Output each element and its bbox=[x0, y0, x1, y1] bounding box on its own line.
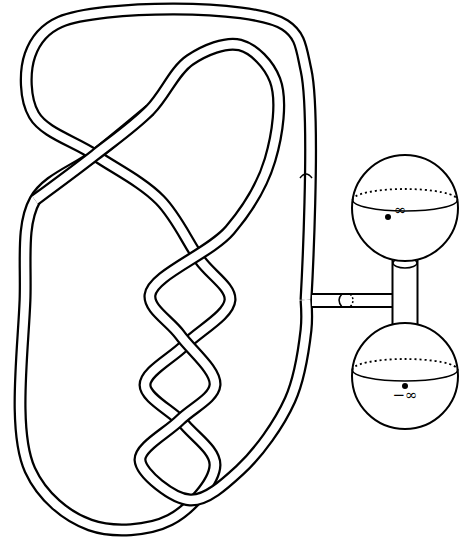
sphere-label: −∞ bbox=[392, 388, 417, 403]
sphere-label: ∞ bbox=[394, 203, 407, 218]
sphere-outline bbox=[350, 320, 460, 432]
sphere: −∞ bbox=[350, 320, 460, 432]
tube bbox=[393, 258, 417, 324]
ribbon-strand bbox=[35, 44, 307, 500]
sphere: ∞ bbox=[350, 153, 460, 263]
band-mark bbox=[300, 174, 312, 178]
attaching-band bbox=[312, 294, 396, 307]
ribbon-strand bbox=[20, 9, 311, 530]
